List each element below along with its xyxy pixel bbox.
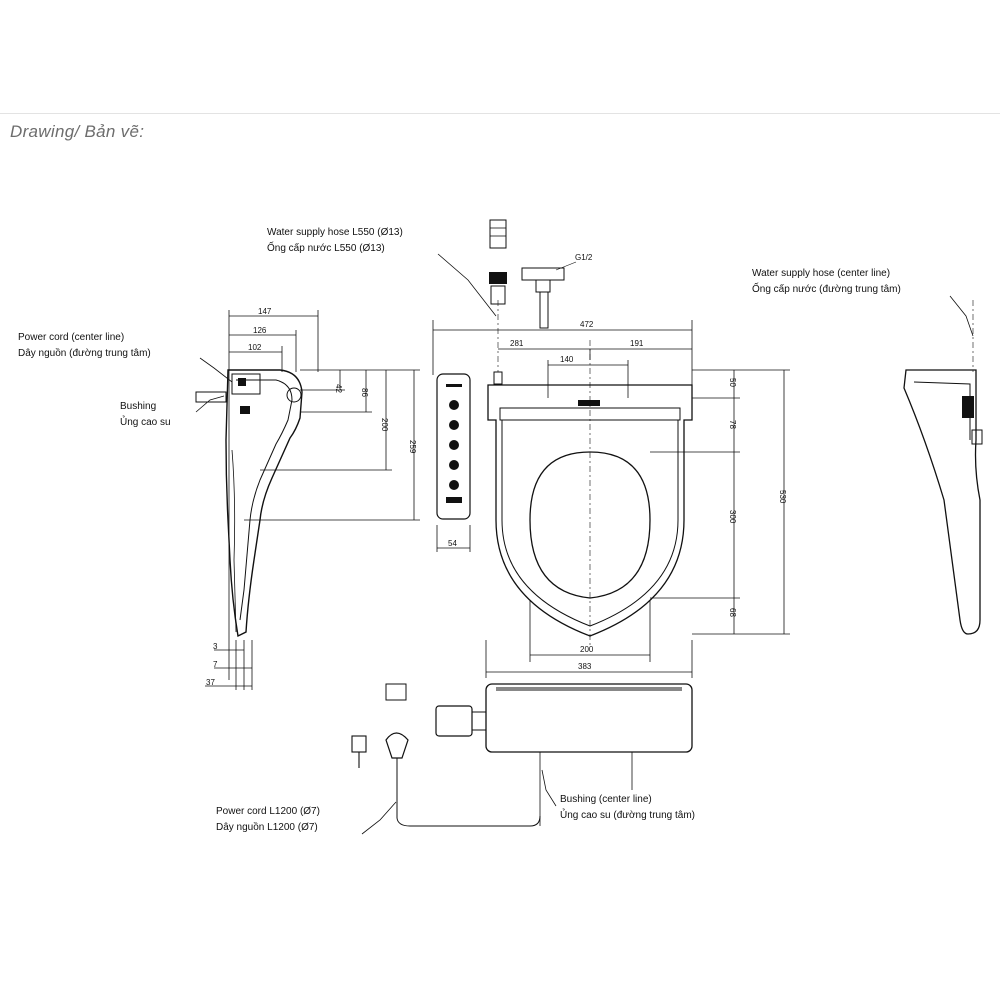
power-cord-l1200-leader <box>361 801 397 835</box>
water-hose-label-vi: Ống cấp nước L550 (Ø13) <box>267 240 385 254</box>
dim-259: 259 <box>408 440 417 454</box>
dim-42: 42 <box>334 384 343 393</box>
dim-140: 140 <box>560 355 574 364</box>
top-view-dimension-lines <box>432 320 790 678</box>
water-valve-fittings <box>489 219 565 329</box>
power-cord-l1200-label-vi: Dây nguồn L1200 (Ø7) <box>216 821 318 833</box>
dim-200: 200 <box>380 418 389 432</box>
dim-281: 281 <box>510 339 524 348</box>
dim-7: 7 <box>213 660 218 669</box>
thread-leader <box>555 261 577 271</box>
dim-3: 3 <box>213 642 218 651</box>
water-hose-label-en: Water supply hose L550 (Ø13) <box>267 227 403 238</box>
bushing-center-leader <box>541 769 557 807</box>
water-center-label-vi: Ống cấp nước (đường trung tâm) <box>752 281 901 295</box>
power-cord-center-label-vi: Dây nguồn (đường trung tâm) <box>18 347 151 359</box>
bushing-label-en: Bushing <box>120 401 156 412</box>
dim-54: 54 <box>448 539 457 548</box>
dim-50: 50 <box>728 378 737 387</box>
bushing-label-vi: Ủng cao su <box>120 415 171 428</box>
dim-78: 78 <box>728 420 737 429</box>
dim-68: 68 <box>728 608 737 617</box>
bushing-leader <box>195 395 225 413</box>
thread-label: G1/2 <box>575 253 593 262</box>
right-side-profile <box>903 300 983 635</box>
bushing-center-label-en: Bushing (center line) <box>560 794 652 805</box>
water-center-label-en: Water supply hose (center line) <box>752 268 890 279</box>
remote-control: 54 <box>436 373 471 552</box>
front-view <box>385 683 693 826</box>
water-center-leader <box>949 295 974 337</box>
power-cord-l1200-label-en: Power cord L1200 (Ø7) <box>216 806 320 817</box>
dim-530: 530 <box>778 490 787 504</box>
dim-126: 126 <box>253 326 267 335</box>
dim-472: 472 <box>580 320 594 329</box>
power-cord-leader <box>199 357 233 383</box>
dim-147: 147 <box>258 307 272 316</box>
power-plug-and-cord <box>351 732 541 827</box>
dim-300: 300 <box>728 510 737 524</box>
dim-37: 37 <box>206 678 215 687</box>
top-view <box>487 300 693 645</box>
dim-200-bottom: 200 <box>580 645 594 654</box>
side-view: 147 126 102 42 86 200 259 3 7 37 <box>195 307 420 690</box>
dim-86: 86 <box>360 388 369 397</box>
water-hose-leader <box>437 253 497 317</box>
header-divider <box>0 113 1000 114</box>
bushing-center-label-vi: Ủng cao su (đường trung tâm) <box>560 808 695 821</box>
page-title: Drawing/ Bản vẽ: <box>10 122 145 141</box>
power-cord-center-label-en: Power cord (center line) <box>18 332 124 343</box>
dim-102: 102 <box>248 343 262 352</box>
dim-191: 191 <box>630 339 644 348</box>
dim-383: 383 <box>578 662 592 671</box>
